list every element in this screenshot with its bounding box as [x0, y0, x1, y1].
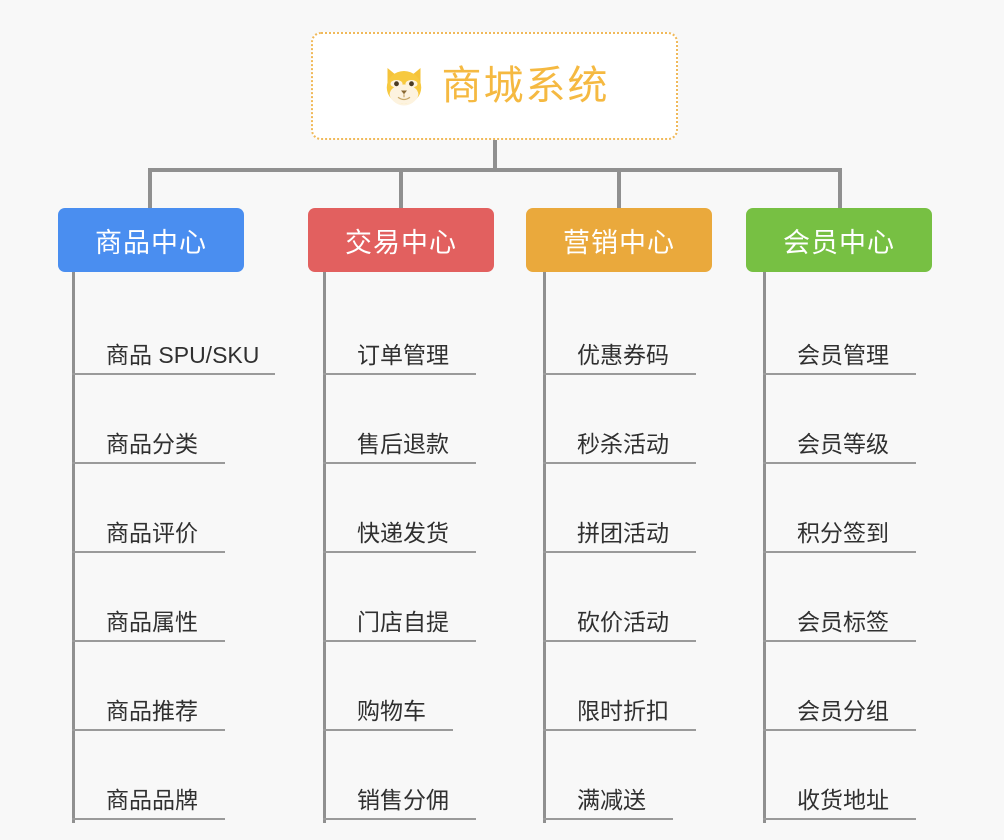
leaf-item[interactable]: 砍价活动: [543, 556, 706, 645]
leaf-item-label: 销售分佣: [357, 786, 449, 813]
connector-root-stem: [493, 140, 497, 170]
leaf-item-label: 商品评价: [106, 519, 198, 546]
leaf-item[interactable]: 销售分佣: [323, 734, 486, 823]
leaf-item-rule: [72, 551, 225, 553]
leaf-item-rule: [763, 640, 916, 642]
leaf-item-rule: [323, 818, 476, 820]
leaf-item-label: 拼团活动: [577, 519, 669, 546]
leaf-item[interactable]: 优惠券码: [543, 289, 706, 378]
leaf-item-rule: [323, 640, 476, 642]
leaf-item-rule: [763, 373, 916, 375]
leaf-item[interactable]: 商品品牌: [72, 734, 235, 823]
column-header-label: 商品中心: [95, 227, 207, 258]
leaf-item[interactable]: 限时折扣: [543, 645, 706, 734]
column-header-label: 交易中心: [345, 227, 457, 258]
leaf-item[interactable]: 售后退款: [323, 378, 486, 467]
leaf-item-label: 会员分组: [797, 697, 889, 724]
leaf-item-rule: [72, 462, 225, 464]
leaf-item[interactable]: 秒杀活动: [543, 378, 706, 467]
leaf-item-label: 收货地址: [797, 786, 889, 813]
column-header-member-center[interactable]: 会员中心: [746, 208, 932, 272]
leaf-item-rule: [72, 640, 225, 642]
leaf-item-rule: [543, 818, 673, 820]
leaf-item-rule: [763, 729, 916, 731]
column-header-product-center[interactable]: 商品中心: [58, 208, 244, 272]
leaf-item[interactable]: 商品 SPU/SKU: [72, 289, 285, 378]
leaf-item-rule: [763, 551, 916, 553]
leaf-item[interactable]: 商品属性: [72, 556, 235, 645]
shiba-dog-icon: [386, 68, 421, 106]
leaf-item[interactable]: 拼团活动: [543, 467, 706, 556]
leaf-item-rule: [763, 818, 916, 820]
connector-branch-3: [617, 168, 621, 210]
leaf-item-label: 满减送: [577, 786, 646, 813]
root-title: 商城系统: [441, 64, 610, 108]
leaf-item[interactable]: 会员分组: [763, 645, 926, 734]
connector-branch-4: [838, 168, 842, 210]
column-spine: [72, 272, 75, 823]
column-spine: [543, 272, 546, 823]
leaf-item-rule: [543, 462, 696, 464]
leaf-item-rule: [323, 462, 476, 464]
leaf-item-label: 售后退款: [357, 430, 449, 457]
leaf-item[interactable]: 快递发货: [323, 467, 486, 556]
leaf-item-label: 购物车: [357, 697, 426, 724]
leaf-item-rule: [72, 373, 275, 375]
leaf-item[interactable]: 会员标签: [763, 556, 926, 645]
column-header-label: 会员中心: [783, 227, 895, 258]
leaf-item-label: 限时折扣: [577, 697, 669, 724]
leaf-item-label: 砍价活动: [577, 608, 669, 635]
leaf-item-rule: [543, 729, 696, 731]
leaf-item[interactable]: 商品推荐: [72, 645, 235, 734]
column-spine: [763, 272, 766, 823]
leaf-item-label: 商品推荐: [106, 697, 198, 724]
leaf-item-label: 秒杀活动: [577, 430, 669, 457]
leaf-item-label: 商品分类: [106, 430, 198, 457]
leaf-item-label: 会员管理: [797, 341, 889, 368]
leaf-item-label: 门店自提: [357, 608, 449, 635]
leaf-item[interactable]: 满减送: [543, 734, 683, 823]
leaf-item-label: 商品属性: [106, 608, 198, 635]
leaf-item[interactable]: 会员管理: [763, 289, 926, 378]
connector-branch-2: [399, 168, 403, 210]
leaf-item-rule: [763, 462, 916, 464]
leaf-item-label: 订单管理: [357, 341, 449, 368]
leaf-item-rule: [543, 373, 696, 375]
leaf-item[interactable]: 订单管理: [323, 289, 486, 378]
leaf-item-label: 商品品牌: [106, 786, 198, 813]
leaf-item-label: 商品 SPU/SKU: [106, 341, 260, 368]
column-header-marketing-center[interactable]: 营销中心: [526, 208, 712, 272]
leaf-item[interactable]: 购物车: [323, 645, 463, 734]
leaf-item[interactable]: 商品分类: [72, 378, 235, 467]
leaf-item-label: 快递发货: [357, 519, 449, 546]
leaf-item-rule: [72, 818, 225, 820]
connector-branch-1: [148, 168, 152, 210]
column-header-label: 营销中心: [563, 227, 675, 258]
leaf-item-rule: [72, 729, 225, 731]
leaf-item[interactable]: 积分签到: [763, 467, 926, 556]
leaf-item-rule: [323, 729, 453, 731]
connector-horizontal-bus: [148, 168, 842, 172]
leaf-item-label: 优惠券码: [577, 341, 669, 368]
leaf-item[interactable]: 门店自提: [323, 556, 486, 645]
leaf-item-label: 积分签到: [797, 519, 889, 546]
column-spine: [323, 272, 326, 823]
leaf-item[interactable]: 商品评价: [72, 467, 235, 556]
column-header-trade-center[interactable]: 交易中心: [308, 208, 494, 272]
leaf-item-label: 会员等级: [797, 430, 889, 457]
leaf-item[interactable]: 会员等级: [763, 378, 926, 467]
leaf-item-label: 会员标签: [797, 608, 889, 635]
leaf-item-rule: [323, 551, 476, 553]
leaf-item-rule: [543, 551, 696, 553]
root-node[interactable]: 商城系统: [311, 32, 678, 140]
leaf-item-rule: [543, 640, 696, 642]
leaf-item[interactable]: 收货地址: [763, 734, 926, 823]
leaf-item-rule: [323, 373, 476, 375]
